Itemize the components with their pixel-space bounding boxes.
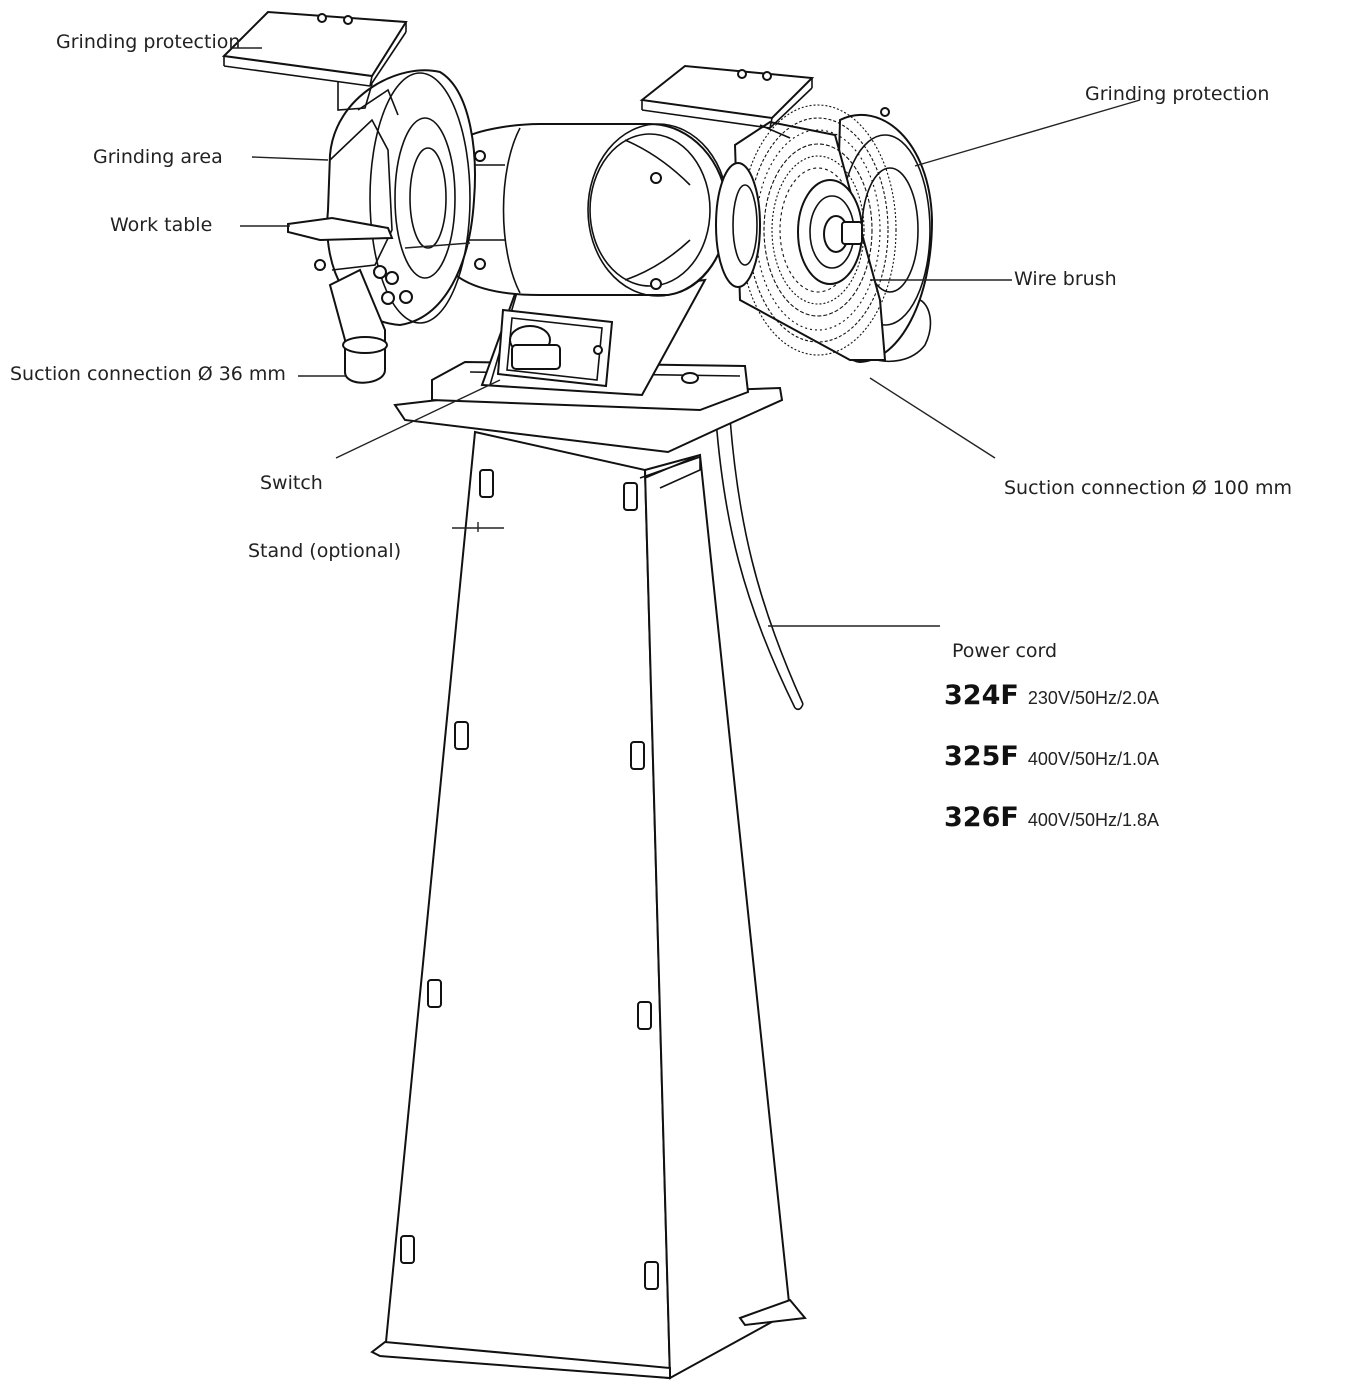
spec-row: 325F 400V/50Hz/1.0A <box>944 741 1159 772</box>
stand-pedestal <box>370 430 807 1380</box>
label-grinding-protection-left: Grinding protection <box>56 31 241 53</box>
power-cord <box>715 417 804 709</box>
label-stand: Stand (optional) <box>248 540 402 562</box>
motor-housing <box>395 123 730 397</box>
label-grinding-area: Grinding area <box>93 146 223 168</box>
spec-model: 325F <box>944 741 1019 772</box>
label-work-table: Work table <box>110 214 213 236</box>
spec-row: 326F 400V/50Hz/1.8A <box>944 802 1159 833</box>
left-grinding-unit <box>221 10 476 384</box>
label-power-cord: Power cord <box>952 640 1058 662</box>
label-suction-connection-36: Suction connection Ø 36 mm <box>10 363 286 385</box>
label-switch: Switch <box>260 472 323 494</box>
spec-row: 324F 230V/50Hz/2.0A <box>944 680 1159 711</box>
spec-rating: 230V/50Hz/2.0A <box>1027 688 1159 708</box>
right-wire-brush-unit <box>639 64 934 364</box>
spec-model: 326F <box>944 802 1019 833</box>
spec-model: 324F <box>944 680 1019 711</box>
label-suction-connection-100: Suction connection Ø 100 mm <box>1004 477 1293 499</box>
label-grinding-protection-right: Grinding protection <box>1085 83 1270 105</box>
label-wire-brush: Wire brush <box>1014 268 1117 290</box>
spec-rating: 400V/50Hz/1.0A <box>1027 749 1159 769</box>
leader-lines <box>232 47 1141 627</box>
spec-rating: 400V/50Hz/1.8A <box>1027 810 1159 830</box>
